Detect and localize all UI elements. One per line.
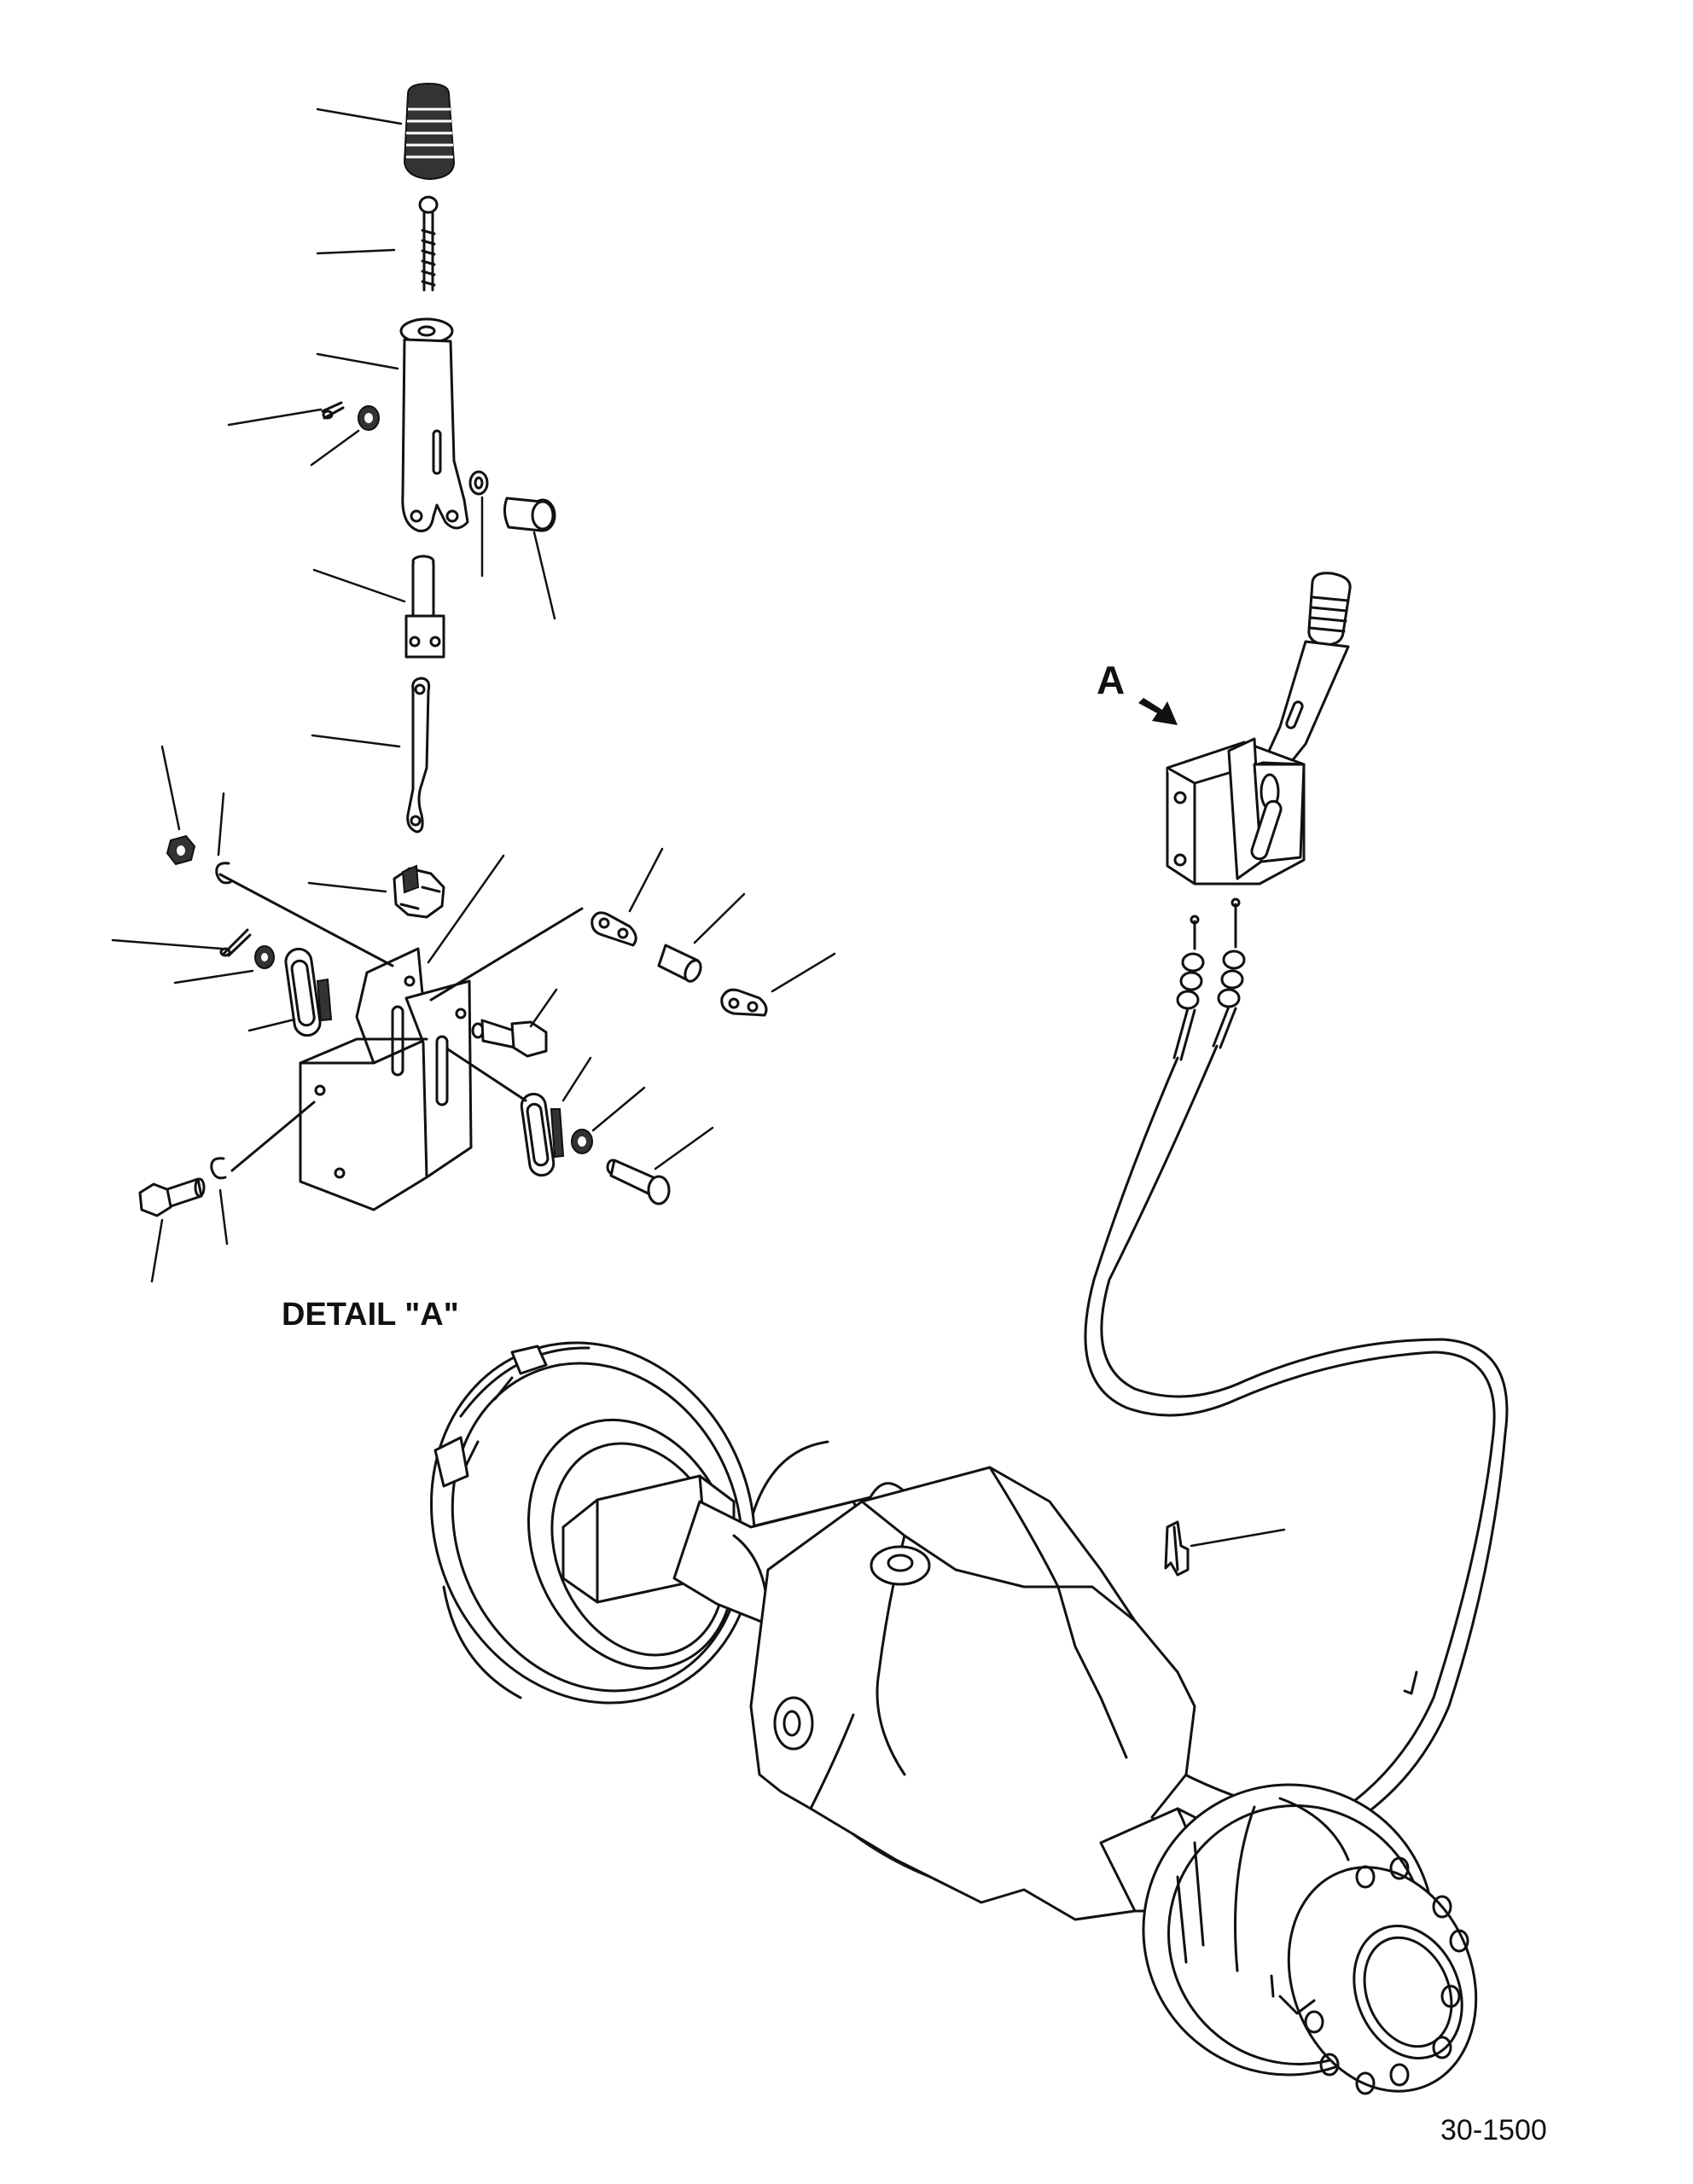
view-letter-a: A <box>1097 658 1126 702</box>
leader-line <box>316 352 399 370</box>
threaded-rod <box>418 195 439 292</box>
leader-line <box>1190 1528 1286 1548</box>
figure-number: 30-1500 <box>1440 2114 1547 2146</box>
view-arrow-a <box>1138 698 1178 725</box>
cotter-pin <box>321 401 345 420</box>
clevis-pin <box>503 497 556 532</box>
leader-line <box>307 881 387 893</box>
leader-line <box>591 1086 646 1132</box>
leader-line <box>561 1056 592 1102</box>
leader-line <box>429 907 584 1002</box>
leader-line <box>446 1048 527 1102</box>
leader-line <box>310 429 360 467</box>
leader-line <box>693 892 746 944</box>
leader-line <box>532 531 556 620</box>
leader-line <box>316 107 403 125</box>
leader-line <box>529 988 558 1028</box>
elongated-link <box>284 947 333 1037</box>
link-bar <box>406 677 431 834</box>
leader-line <box>150 1218 164 1283</box>
lock-washer <box>210 1157 227 1180</box>
leader-line <box>173 969 254 985</box>
switch-bracket <box>393 864 445 919</box>
leader-line <box>771 952 836 993</box>
brake-lever-arm <box>399 317 469 532</box>
snap-ring <box>215 862 232 885</box>
lever-mounting-bracket <box>299 947 473 1211</box>
hex-bolt <box>138 1177 206 1217</box>
detail-a-title: DETAIL "A" <box>282 1297 459 1333</box>
leader-line <box>160 745 181 831</box>
leader-line <box>427 854 505 964</box>
leader-line <box>218 873 394 967</box>
leader-line <box>227 408 323 427</box>
leader-line <box>628 847 664 913</box>
leader-line <box>312 568 406 603</box>
clevis-pin <box>606 1159 671 1205</box>
leader-line <box>111 938 224 950</box>
hex-bolt <box>471 1019 548 1058</box>
spacer-link <box>720 988 768 1017</box>
bushing <box>657 944 702 983</box>
installed-lever-assembly <box>1166 572 1352 886</box>
cable-retaining-clip <box>1164 1520 1190 1577</box>
lever-grip-knob <box>403 82 456 181</box>
drive-axle-assembly <box>430 1341 1478 2095</box>
cable-clevis <box>404 555 445 659</box>
leader-line <box>654 1126 714 1170</box>
spacer-link <box>591 911 637 947</box>
leader-line <box>316 248 396 255</box>
right-wheel-hub <box>1142 1783 1478 2095</box>
leader-line <box>247 1018 296 1032</box>
leader-line <box>217 792 225 857</box>
detail-a-exploded-view <box>111 82 836 1283</box>
elongated-link <box>520 1092 565 1177</box>
leader-line <box>230 1101 316 1172</box>
washer <box>468 470 489 496</box>
brake-cables <box>748 897 1509 1827</box>
cotter-pin <box>219 928 252 957</box>
leader-line <box>311 734 401 748</box>
leader-line <box>218 1188 229 1246</box>
